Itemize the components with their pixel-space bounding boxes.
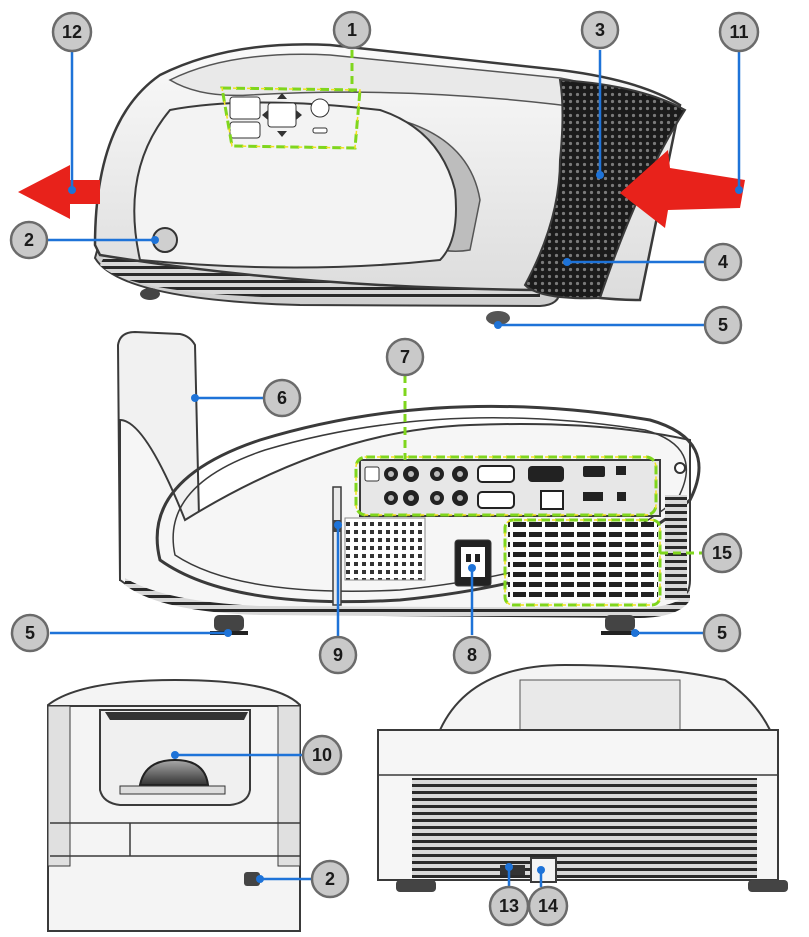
callout-5c: 5 xyxy=(702,613,742,653)
callout-14-label: 14 xyxy=(538,896,558,916)
airflow-arrow-intake xyxy=(620,150,745,228)
callout-12: 12 xyxy=(51,11,93,53)
control-keypad xyxy=(229,93,330,139)
view-rear xyxy=(377,663,788,892)
callout-5b-label: 5 xyxy=(25,623,35,643)
foot-top-left xyxy=(140,288,160,300)
side-vent-slots xyxy=(508,522,658,602)
callout-5b: 5 xyxy=(10,613,50,653)
callout-3: 3 xyxy=(580,10,620,50)
foot-side-right xyxy=(605,615,635,631)
callout-9: 9 xyxy=(318,635,358,675)
callout-13: 13 xyxy=(488,885,530,927)
callout-2a: 2 xyxy=(9,220,49,260)
callout-11-label: 11 xyxy=(729,22,748,42)
callout-13-label: 13 xyxy=(499,896,519,916)
foot-top-right xyxy=(486,311,510,325)
side-vent-dots xyxy=(344,517,426,581)
rear-vent xyxy=(412,778,757,878)
callout-5a: 5 xyxy=(703,305,743,345)
callout-8: 8 xyxy=(452,635,492,675)
projector-vent-grill-right xyxy=(523,78,687,300)
curved-handle xyxy=(155,404,701,604)
callout-12-label: 12 xyxy=(62,22,82,42)
callout-14: 14 xyxy=(527,885,569,927)
callout-5a-label: 5 xyxy=(718,315,728,335)
callout-15-label: 15 xyxy=(712,543,732,563)
view-top-perspective xyxy=(18,43,745,325)
callout-1: 1 xyxy=(332,10,372,50)
front-lens xyxy=(138,758,210,786)
projector-base-stripes xyxy=(100,255,540,298)
front-top-cap xyxy=(47,678,301,709)
callout-9-label: 9 xyxy=(333,645,343,665)
callout-6-label: 6 xyxy=(277,388,287,408)
leader-lines xyxy=(47,50,743,887)
callout-5c-label: 5 xyxy=(717,623,727,643)
callout-6: 6 xyxy=(262,378,302,418)
callout-2b: 2 xyxy=(310,859,350,899)
callout-2b-label: 2 xyxy=(325,869,335,889)
side-base-stripes xyxy=(125,578,690,618)
callout-10-label: 10 xyxy=(312,745,332,765)
callout-8-label: 8 xyxy=(467,645,477,665)
view-side-io xyxy=(116,330,701,635)
io-panel xyxy=(359,459,686,517)
callout-7-label: 7 xyxy=(400,347,410,367)
callout-2a-label: 2 xyxy=(24,230,34,250)
callout-4: 4 xyxy=(703,242,743,282)
callout-badges: 1 2 2 3 4 5 5 5 6 7 8 9 10 11 12 13 14 1… xyxy=(9,10,760,927)
vent-highlight xyxy=(503,518,662,607)
callout-11: 11 xyxy=(718,11,760,53)
projector-front-face xyxy=(133,101,457,269)
callout-3-label: 3 xyxy=(595,20,605,40)
callout-1-label: 1 xyxy=(347,20,357,40)
ir-receiver-front-panel xyxy=(244,872,260,886)
callout-7: 7 xyxy=(385,337,425,377)
airflow-arrow-exhaust xyxy=(18,165,100,219)
callout-15: 15 xyxy=(701,532,743,574)
foot-side-left xyxy=(214,615,244,631)
callout-4-label: 4 xyxy=(718,252,728,272)
view-front xyxy=(47,678,301,932)
callout-10: 10 xyxy=(301,734,343,776)
